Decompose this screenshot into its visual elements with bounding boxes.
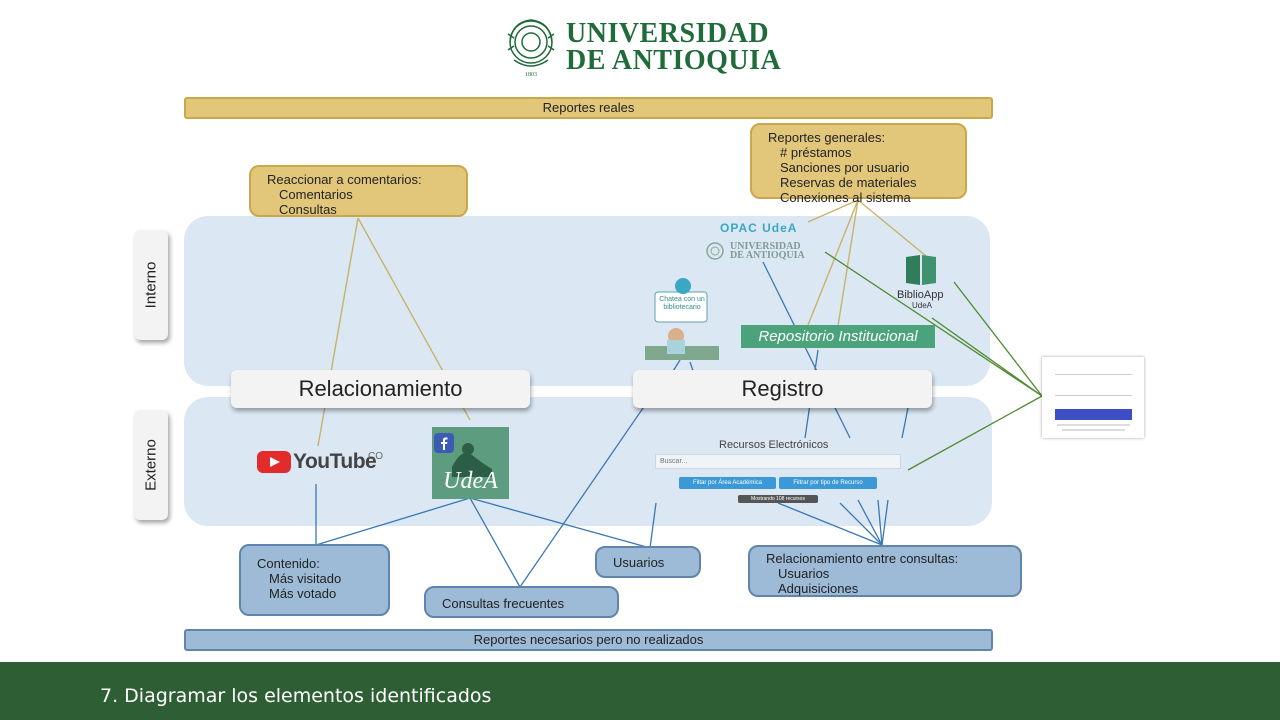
biblioapp-sub-label: UdeA bbox=[912, 301, 933, 310]
login-submit-button bbox=[1055, 409, 1132, 420]
udea-facebook-label: UdeA bbox=[443, 468, 498, 494]
login-field-line-1 bbox=[1055, 374, 1132, 375]
login-field-line-2 bbox=[1055, 395, 1132, 396]
chat-text: Chatea con un bibliotecario bbox=[659, 296, 705, 311]
box-title: Contenido: bbox=[257, 556, 320, 571]
chat-bibliotecario-illustration bbox=[645, 278, 719, 360]
footer-title: 7. Diagramar los elementos identificados bbox=[100, 685, 492, 707]
repositorio-institucional-banner: Repositorio Institucional bbox=[741, 325, 935, 348]
filter-tipo-button[interactable]: Filtrar por tipo de Recurso bbox=[779, 477, 877, 489]
login-note-line-2 bbox=[1062, 429, 1125, 431]
relacionamiento-pill: Relacionamiento bbox=[231, 370, 530, 408]
box-title: Relacionamiento entre consultas: bbox=[766, 551, 959, 566]
recursos-electronicos-title: Recursos Electrónicos bbox=[719, 439, 829, 451]
box-title: Reaccionar a comentarios: bbox=[267, 172, 422, 187]
youtube-wordmark: YouTube bbox=[293, 450, 377, 473]
reportes-no-realizados-bar: Reportes necesarios pero no realizados bbox=[184, 629, 993, 651]
externo-tab: Externo bbox=[134, 410, 168, 520]
reaccionar-comentarios-box: Reaccionar a comentarios: Comentarios Co… bbox=[249, 165, 468, 217]
consultas-frecuentes-box: Consultas frecuentes bbox=[424, 586, 619, 618]
box-item: Consultas bbox=[279, 202, 337, 217]
youtube-country-suffix: CO bbox=[368, 451, 383, 462]
box-item: Conexiones al sistema bbox=[780, 190, 911, 205]
interno-band bbox=[184, 216, 990, 386]
box-item: # préstamos bbox=[780, 145, 852, 160]
box-title: Reportes generales: bbox=[768, 130, 886, 145]
recursos-search-input[interactable] bbox=[655, 454, 901, 469]
logo-line-2: DE ANTIOQUIA bbox=[566, 45, 782, 76]
interno-tab: Interno bbox=[134, 230, 168, 340]
udea-small-seal-icon bbox=[705, 241, 725, 261]
box-item: Usuarios bbox=[778, 566, 830, 581]
youtube-play-icon bbox=[257, 451, 291, 473]
opac-udea-label: OPAC UdeA bbox=[720, 221, 798, 235]
filter-area-button[interactable]: Filtar por Área Académica bbox=[679, 477, 776, 489]
svg-text:1803: 1803 bbox=[525, 72, 537, 78]
box-title: Consultas frecuentes bbox=[442, 596, 565, 611]
biblioapp-book-icon bbox=[904, 254, 938, 286]
box-item: Más visitado bbox=[269, 571, 342, 586]
box-item: Más votado bbox=[269, 586, 337, 601]
login-note-line-1 bbox=[1057, 424, 1130, 426]
box-item: Adquisiciones bbox=[778, 581, 859, 596]
registro-pill: Registro bbox=[633, 370, 932, 408]
login-screenshot bbox=[1042, 357, 1144, 438]
mostrando-badge: Mostrando 108 recursos bbox=[738, 495, 818, 503]
relacionamiento-consultas-box: Relacionamiento entre consultas: Usuario… bbox=[748, 545, 1022, 597]
box-item: Comentarios bbox=[279, 187, 353, 202]
usuarios-box: Usuarios bbox=[595, 546, 701, 578]
box-title: Usuarios bbox=[613, 555, 665, 570]
biblioapp-label: BiblioApp bbox=[897, 289, 944, 301]
box-item: Reservas de materiales bbox=[780, 175, 917, 190]
reportes-reales-bar: Reportes reales bbox=[184, 97, 993, 119]
box-item: Sanciones por usuario bbox=[780, 160, 910, 175]
udea-seal-logo: 1803 bbox=[506, 12, 556, 78]
logo-line-1: UNIVERSIDAD bbox=[566, 18, 770, 49]
facebook-icon bbox=[434, 433, 454, 453]
footer-bar bbox=[0, 662, 1280, 720]
reportes-generales-box: Reportes generales: # préstamos Sancione… bbox=[750, 123, 967, 205]
udea-small-logo-text: UNIVERSIDAD DE ANTIOQUIA bbox=[730, 241, 805, 261]
contenido-box: Contenido: Más visitado Más votado bbox=[239, 544, 390, 616]
